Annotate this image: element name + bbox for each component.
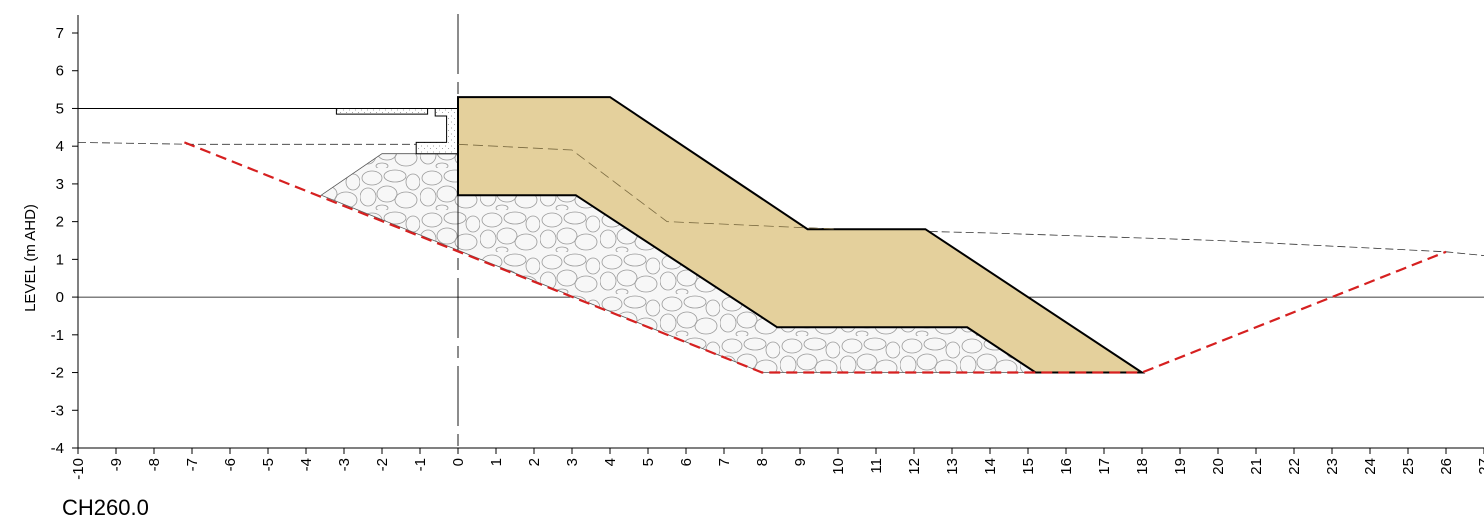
x-tick-label: 6 — [678, 458, 695, 466]
x-tick-label: 1 — [488, 458, 505, 466]
y-tick-labels: -4 -3 -2 -1 0 1 2 3 4 5 6 7 — [51, 25, 78, 457]
x-tick-label: -6 — [222, 458, 239, 471]
y-tick-label: 5 — [56, 100, 64, 117]
y-tick-label: 3 — [56, 176, 64, 193]
x-tick-label: 22 — [1286, 458, 1303, 475]
x-tick-label: 24 — [1362, 458, 1379, 475]
x-tick-label: 25 — [1400, 458, 1417, 475]
y-tick-label: 7 — [56, 25, 64, 42]
x-tick-label: -10 — [70, 458, 87, 480]
y-tick-label: 1 — [56, 251, 64, 268]
y-tick-label: -3 — [51, 402, 64, 419]
x-tick-label: 9 — [792, 458, 809, 466]
x-tick-label: 4 — [602, 458, 619, 466]
x-tick-label: 19 — [1172, 458, 1189, 475]
x-tick-label: 16 — [1058, 458, 1075, 475]
x-tick-label: -5 — [260, 458, 277, 471]
x-tick-label: 0 — [450, 458, 467, 466]
y-tick-label: -4 — [51, 440, 64, 457]
y-axis-title: LEVEL (m AHD) — [22, 204, 39, 312]
excavation-limit-line — [183, 141, 1447, 374]
x-tick-label: -8 — [146, 458, 163, 471]
x-tick-label: 23 — [1324, 458, 1341, 475]
section-layers — [77, 14, 1484, 448]
y-tick-label: 0 — [56, 289, 64, 306]
x-tick-label: -2 — [374, 458, 391, 471]
x-tick-label: -7 — [184, 458, 201, 471]
sand-fill-layer — [457, 96, 1146, 374]
existing-surface-under-fill — [457, 143, 839, 230]
x-tick-label: 11 — [868, 458, 885, 474]
x-tick-label: 13 — [944, 458, 961, 475]
x-tick-label: 27 — [1476, 458, 1484, 475]
x-tick-label: 26 — [1438, 458, 1455, 475]
x-tick-label: -4 — [298, 458, 315, 471]
x-tick-label: -9 — [108, 458, 125, 471]
x-tick-label: 12 — [906, 458, 923, 475]
x-tick-label: 8 — [754, 458, 771, 466]
x-tick-label: 21 — [1248, 458, 1265, 475]
x-tick-label: 15 — [1020, 458, 1037, 475]
y-tick-label: -2 — [51, 365, 64, 382]
x-tick-label: -3 — [336, 458, 353, 471]
x-tick-label: 20 — [1210, 458, 1227, 475]
y-tick-label: 2 — [56, 214, 64, 231]
seawall-structure — [415, 108, 459, 155]
x-tick-label: 18 — [1134, 458, 1151, 475]
x-tick-label: -1 — [412, 458, 429, 471]
x-tick-label: 5 — [640, 458, 657, 466]
x-tick-label: 14 — [982, 458, 999, 475]
chainage-label: CH260.0 — [62, 495, 149, 520]
x-tick-label: 10 — [830, 458, 847, 475]
y-tick-label: -1 — [51, 327, 64, 344]
x-tick-label: 2 — [526, 458, 543, 466]
footpath-slab — [335, 108, 429, 115]
y-tick-label: 4 — [56, 138, 64, 155]
x-tick-label: 7 — [716, 458, 733, 466]
y-tick-label: 6 — [56, 63, 64, 80]
x-tick-label: 3 — [564, 458, 581, 466]
x-tick-label: 17 — [1096, 458, 1113, 475]
